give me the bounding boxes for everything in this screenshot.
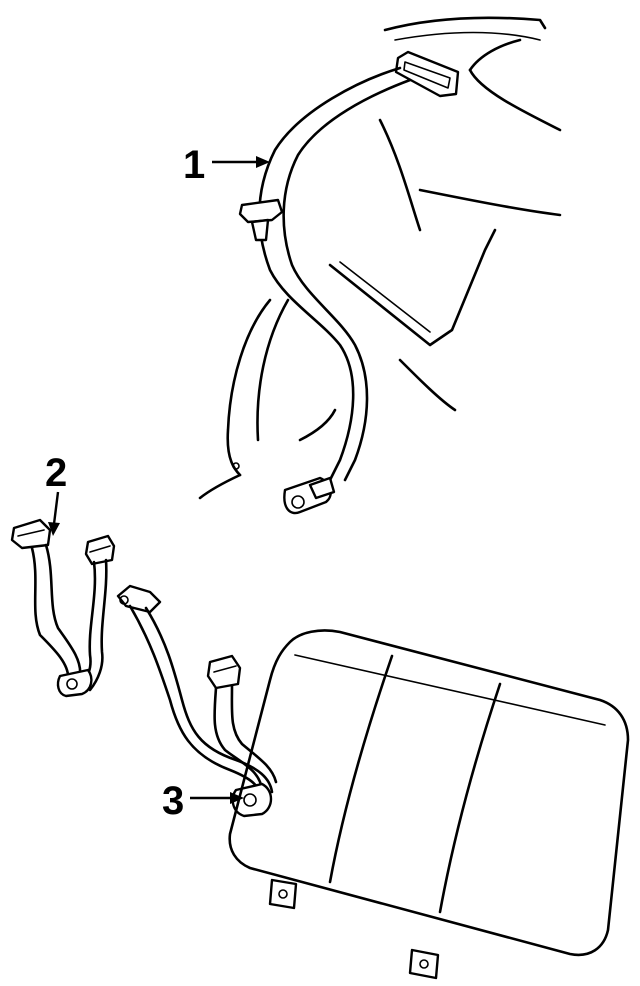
callout-2-number: 2 (45, 451, 67, 495)
callout-3-number: 3 (162, 779, 184, 823)
callout-2-arrowhead (48, 522, 60, 536)
seat-cushion (228, 629, 630, 980)
shoulder-belt (238, 50, 460, 515)
outer-buckle-belt (116, 584, 278, 818)
callout-1-arrowhead (256, 156, 270, 168)
callout-1-number: 1 (183, 143, 205, 187)
callout-3: 3 (162, 779, 244, 823)
body-panel (198, 16, 562, 500)
callout-2: 2 (45, 451, 67, 536)
center-buckle-belt (10, 518, 116, 698)
callout-1: 1 (183, 143, 270, 187)
callout-2-leader (52, 491, 60, 525)
callout-3-arrowhead (230, 792, 244, 804)
